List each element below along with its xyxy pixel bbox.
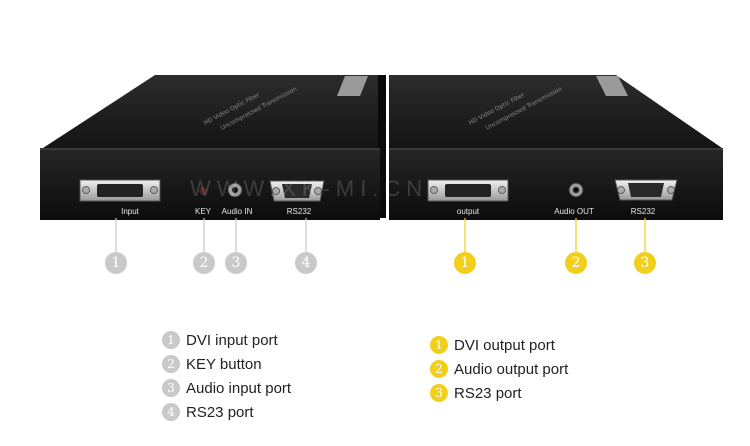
legend-left-text: KEY button — [186, 355, 262, 373]
right-device: HD Video Optic Fiber Uncompressed Transm… — [389, 75, 723, 220]
legend-left-text: Audio input port — [186, 379, 292, 397]
legend-left-text: DVI input port — [186, 331, 278, 349]
label-input: Input — [121, 207, 139, 216]
callout-left-1: 1 — [105, 252, 127, 274]
key-button — [199, 187, 207, 195]
legend-right: 1 DVI output port 2 Audio output port 3 … — [430, 333, 568, 405]
legend-left-badge: 3 — [162, 379, 180, 397]
legend-left-badge: 2 — [162, 355, 180, 373]
right-device-badge — [596, 76, 628, 96]
watermark: WWW.XK-MI.CN — [190, 176, 429, 201]
legend-left-item: 1 DVI input port — [162, 328, 291, 352]
legend-right-item: 2 Audio output port — [430, 357, 568, 381]
audio-input-port — [227, 182, 243, 198]
left-device: HD Video Optic Fiber Uncompressed Transm… — [40, 75, 386, 220]
legend-right-text: Audio output port — [454, 360, 569, 378]
legend-right-item: 1 DVI output port — [430, 333, 568, 357]
legend-left-badge: 1 — [162, 331, 180, 349]
dvi-input-port — [79, 179, 161, 202]
legend-right-badge: 3 — [430, 384, 448, 402]
leader-lines-left — [115, 218, 307, 252]
legend-left-item: 3 Audio input port — [162, 376, 291, 400]
label-rs232-left: RS232 — [286, 207, 312, 216]
dvi-output-port — [427, 179, 509, 202]
legend-right-text: RS23 port — [454, 384, 522, 402]
legend-left-item: 2 KEY button — [162, 352, 291, 376]
callout-right-1: 1 — [454, 252, 476, 274]
legend-right-item: 3 RS23 port — [430, 381, 568, 405]
left-device-badge — [337, 76, 368, 96]
legend-right-text: DVI output port — [454, 336, 555, 354]
label-audio-in: Audio IN — [221, 207, 253, 216]
legend-left-text: RS23 port — [186, 403, 254, 421]
callout-right-3: 3 — [634, 252, 656, 274]
left-device-top — [43, 75, 385, 148]
callout-left-4: 4 — [295, 252, 317, 274]
legend-left-badge: 4 — [162, 403, 180, 421]
label-key: KEY — [194, 207, 212, 216]
label-audio-out: Audio OUT — [554, 207, 594, 216]
legend-left: 1 DVI input port 2 KEY button 3 Audio in… — [162, 328, 291, 424]
callout-left-2: 2 — [193, 252, 215, 274]
label-rs232-right: RS232 — [630, 207, 656, 216]
callout-left-3: 3 — [225, 252, 247, 274]
rs232-port-left — [269, 180, 325, 202]
callout-right-2: 2 — [565, 252, 587, 274]
audio-output-port — [568, 182, 584, 198]
legend-right-badge: 1 — [430, 336, 448, 354]
label-output: output — [456, 207, 480, 216]
legend-left-item: 4 RS23 port — [162, 400, 291, 424]
right-device-top — [389, 75, 722, 148]
legend-right-badge: 2 — [430, 360, 448, 378]
leader-lines-right — [464, 218, 646, 252]
rs232-port-right — [614, 179, 678, 201]
